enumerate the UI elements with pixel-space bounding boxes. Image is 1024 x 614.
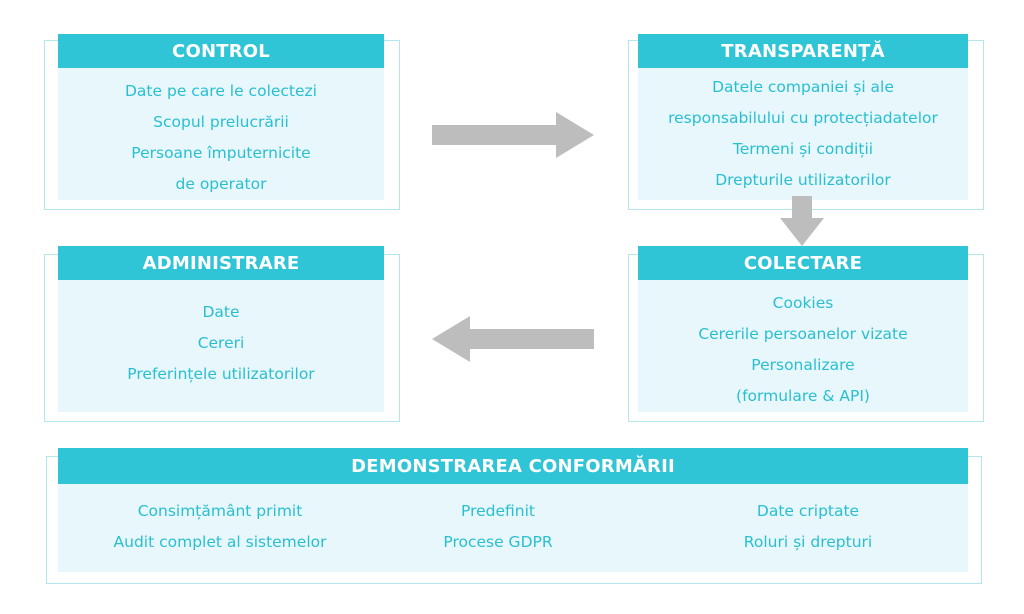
administrare-line: Date	[202, 303, 240, 321]
transparenta-line: Drepturile utilizatorilor	[715, 171, 891, 189]
demonstrarea-item: Audit complet al sistemelor	[113, 533, 327, 551]
demonstrarea-item: Consimțământ primit	[137, 502, 303, 520]
administrare-line: Cereri	[197, 334, 245, 352]
transparenta-line: Datele companiei și ale	[712, 78, 894, 96]
demonstrarea-item: Predefinit	[461, 502, 535, 520]
control-header: CONTROL	[58, 34, 384, 68]
demonstrarea-header: DEMONSTRAREA CONFORMĂRII	[58, 448, 968, 484]
demonstrarea-item: Date criptate	[756, 502, 860, 520]
colectare-line: Cererile persoanelor vizate	[698, 325, 908, 343]
demonstrarea-column-3: Date criptate Roluri și drepturi	[698, 496, 918, 558]
colectare-line: (formulare & API)	[736, 387, 870, 405]
demonstrarea-column-1: Consimțământ primit Audit complet al sis…	[80, 496, 360, 558]
demonstrarea-panel: DEMONSTRAREA CONFORMĂRII Consimțământ pr…	[58, 448, 968, 572]
administrare-body: Date Cereri Preferințele utilizatorilor	[58, 297, 384, 390]
administrare-line: Preferințele utilizatorilor	[127, 365, 315, 383]
demonstrarea-item: Roluri și drepturi	[743, 533, 873, 551]
arrow-down-icon	[780, 196, 824, 246]
colectare-panel: COLECTARE Cookies Cererile persoanelor v…	[638, 246, 968, 412]
colectare-header: COLECTARE	[638, 246, 968, 280]
arrow-right-icon	[432, 112, 594, 158]
control-line: Scopul prelucrării	[153, 113, 289, 131]
colectare-line: Personalizare	[751, 356, 855, 374]
transparenta-line: Termeni și condiții	[732, 140, 874, 158]
colectare-line: Cookies	[772, 294, 834, 312]
control-panel: CONTROL Date pe care le colectezi Scopul…	[58, 34, 384, 200]
transparenta-line: responsabilului cu protecțiadatelor	[668, 109, 938, 127]
demonstrarea-column-2: Predefinit Procese GDPR	[398, 496, 598, 558]
arrow-left-icon	[432, 316, 594, 362]
administrare-panel: ADMINISTRARE Date Cereri Preferințele ut…	[58, 246, 384, 412]
control-line: de operator	[175, 175, 267, 193]
control-body: Date pe care le colectezi Scopul prelucr…	[58, 76, 384, 200]
demonstrarea-item: Procese GDPR	[443, 533, 553, 551]
transparenta-panel: TRANSPARENȚĂ Datele companiei și ale res…	[638, 34, 968, 200]
administrare-header: ADMINISTRARE	[58, 246, 384, 280]
control-line: Date pe care le colectezi	[125, 82, 317, 100]
colectare-body: Cookies Cererile persoanelor vizate Pers…	[638, 288, 968, 412]
control-line: Persoane împuternicite	[131, 144, 311, 162]
transparenta-header: TRANSPARENȚĂ	[638, 34, 968, 68]
transparenta-body: Datele companiei și ale responsabilului …	[638, 72, 968, 196]
